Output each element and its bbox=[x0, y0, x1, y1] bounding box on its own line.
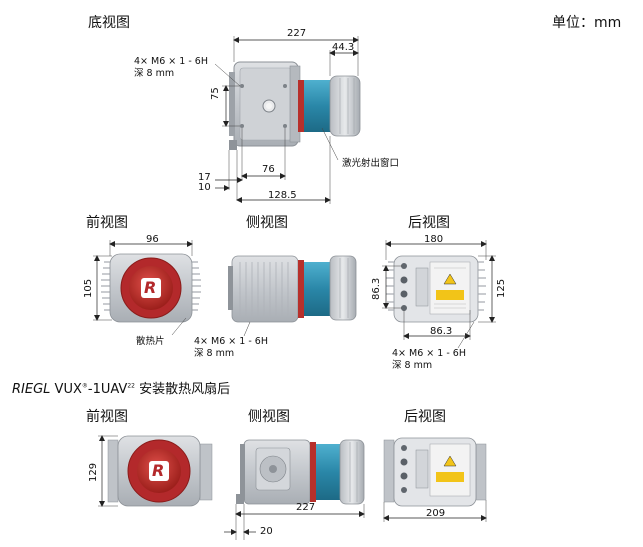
logo-letter-front-1: R bbox=[144, 278, 157, 297]
side-view-2-heading: 侧视图 bbox=[248, 409, 290, 425]
section-description: 安装散热风扇后 bbox=[134, 382, 231, 397]
laser-window-label: 激光射出窗口 bbox=[342, 158, 400, 169]
dim-front-2-height: 129 bbox=[88, 462, 99, 482]
brand-name: RIEGL bbox=[12, 382, 51, 397]
dim-total-length: 227 bbox=[287, 28, 307, 39]
section-title: RIEGL VUX®-1UAV22 安装散热风扇后 bbox=[12, 378, 230, 397]
front-view-2-heading: 前视图 bbox=[86, 409, 128, 425]
side-view-1-heading: 侧视图 bbox=[246, 215, 288, 231]
front-view-1-heading: 前视图 bbox=[86, 215, 128, 231]
logo-letter-front-2: R bbox=[152, 461, 165, 480]
thread-note-side-line1: 4× M6 × 1 - 6H bbox=[194, 336, 268, 347]
dim-17: 17 bbox=[198, 172, 211, 183]
thread-note-side-line2: 深 8 mm bbox=[194, 348, 235, 359]
rear-view-2-heading: 后视图 bbox=[404, 409, 446, 425]
dim-hole-spacing-horizontal: 76 bbox=[262, 164, 275, 175]
thread-note-rear-line2: 深 8 mm bbox=[392, 360, 433, 371]
thread-note-bottom-line1: 4× M6 × 1 - 6H bbox=[134, 56, 208, 67]
dim-front-height: 105 bbox=[83, 278, 94, 298]
model-name: VUX bbox=[54, 382, 82, 397]
bottom-view-heading: 底视图 bbox=[88, 15, 130, 31]
unit-label: 单位：mm bbox=[552, 15, 622, 31]
dim-rear-hole-horizontal: 86.3 bbox=[430, 326, 453, 337]
rear-view-1-heading: 后视图 bbox=[408, 215, 450, 231]
dim-rear-height: 125 bbox=[496, 278, 507, 298]
bottom-view-drawing bbox=[214, 36, 361, 204]
dim-rear-2-width: 209 bbox=[426, 508, 446, 519]
side-view-1-drawing bbox=[228, 255, 357, 337]
registered-mark: ® bbox=[81, 382, 88, 390]
dim-front-width: 96 bbox=[146, 234, 159, 245]
thread-note-rear-line1: 4× M6 × 1 - 6H bbox=[392, 348, 466, 359]
dim-hole-spacing-vertical: 75 bbox=[210, 87, 221, 100]
fins-left bbox=[101, 261, 110, 311]
front-view-1-drawing bbox=[93, 240, 201, 336]
dim-10: 10 bbox=[198, 182, 211, 193]
model-suffix: -1UAV bbox=[87, 382, 128, 397]
dim-rear-hole-vertical: 86.3 bbox=[371, 277, 382, 300]
dim-window-length: 44.3 bbox=[332, 42, 355, 53]
rear-view-2-drawing bbox=[383, 437, 487, 522]
front-view-2-drawing bbox=[98, 435, 213, 507]
cooling-fin-label: 散热片 bbox=[136, 336, 165, 347]
dim-128-5: 128.5 bbox=[268, 190, 297, 201]
fins-right bbox=[192, 261, 201, 311]
rear-view-1-drawing bbox=[382, 240, 496, 349]
dim-side-2-total: 227 bbox=[296, 502, 316, 513]
dim-side-2-20: 20 bbox=[260, 526, 273, 537]
dim-rear-width: 180 bbox=[424, 234, 444, 245]
model-superscript: 22 bbox=[127, 382, 135, 390]
side-view-2-drawing bbox=[224, 439, 365, 540]
thread-note-bottom-line2: 深 8 mm bbox=[134, 68, 175, 79]
